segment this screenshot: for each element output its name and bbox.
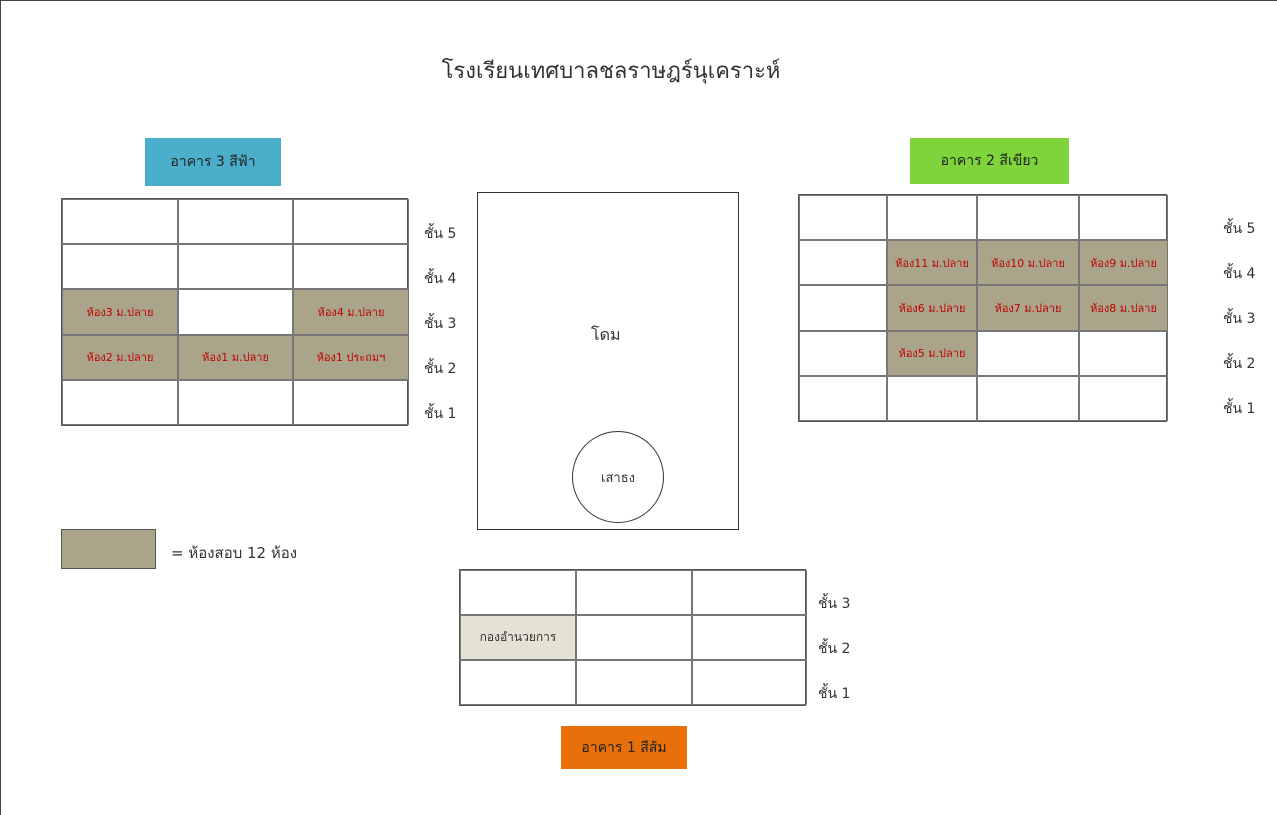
exam-room: ห้อง2 ม.ปลาย — [62, 334, 178, 380]
room-cell — [1079, 195, 1168, 241]
room-cell — [799, 195, 887, 241]
floor-label: ชั้น 3 — [818, 596, 851, 612]
room-cell — [293, 379, 409, 425]
exam-room: ห้อง1 ประถมฯ — [293, 334, 409, 380]
exam-room: ห้อง9 ม.ปลาย — [1079, 240, 1168, 286]
exam-room: ห้อง7 ม.ปลาย — [977, 285, 1079, 331]
floor-label: ชั้น 4 — [424, 271, 457, 287]
dome-label: โดม — [591, 325, 621, 344]
room-cell — [692, 570, 807, 615]
legend-swatch — [61, 529, 156, 569]
room-cell — [977, 330, 1079, 376]
office-room: กองอำนวยการ — [460, 615, 576, 660]
room-cell — [62, 244, 178, 290]
exam-room: ห้อง5 ม.ปลาย — [887, 330, 977, 376]
room-cell — [1079, 375, 1168, 421]
floor-label: ชั้น 1 — [1223, 401, 1256, 417]
floor-label: ชั้น 5 — [1223, 221, 1256, 237]
room-cell — [460, 660, 576, 705]
floor-label: ชั้น 1 — [424, 406, 457, 422]
exam-room: ห้อง1 ม.ปลาย — [178, 334, 293, 380]
floor-label: ชั้น 4 — [1223, 266, 1256, 282]
floor-label: ชั้น 2 — [424, 361, 457, 377]
exam-room: ห้อง3 ม.ปลาย — [62, 289, 178, 335]
room-cell — [576, 570, 692, 615]
building2-label: อาคาร 2 สีเขียว — [910, 138, 1069, 184]
floor-label: ชั้น 2 — [818, 641, 851, 657]
room-cell — [576, 615, 692, 660]
room-cell — [460, 570, 576, 615]
room-cell — [887, 375, 977, 421]
building3-grid: ห้อง3 ม.ปลายห้อง4 ม.ปลายห้อง2 ม.ปลายห้อง… — [61, 198, 409, 426]
room-cell — [178, 244, 293, 290]
room-cell — [799, 375, 887, 421]
flagpole: เสาธง — [572, 431, 664, 523]
building1-label: อาคาร 1 สีส้ม — [561, 726, 687, 769]
room-cell — [1079, 330, 1168, 376]
room-cell — [977, 375, 1079, 421]
room-cell — [977, 195, 1079, 241]
building2-grid: ห้อง11 ม.ปลายห้อง10 ม.ปลายห้อง9 ม.ปลายห้… — [798, 194, 1168, 422]
flagpole-label: เสาธง — [601, 470, 635, 486]
room-cell — [799, 330, 887, 376]
building1-grid: กองอำนวยการ — [459, 569, 807, 706]
floor-label: ชั้น 5 — [424, 226, 457, 242]
exam-room: ห้อง6 ม.ปลาย — [887, 285, 977, 331]
floor-label: ชั้น 3 — [1223, 311, 1256, 327]
room-cell — [178, 199, 293, 245]
room-cell — [293, 199, 409, 245]
exam-room: ห้อง8 ม.ปลาย — [1079, 285, 1168, 331]
room-cell — [576, 660, 692, 705]
floor-label: ชั้น 2 — [1223, 356, 1256, 372]
exam-room: ห้อง11 ม.ปลาย — [887, 240, 977, 286]
room-cell — [887, 195, 977, 241]
page-title: โรงเรียนเทศบาลชลราษฎร์นุเคราะห์ — [441, 59, 781, 84]
room-cell — [62, 199, 178, 245]
room-cell — [62, 379, 178, 425]
dome — [477, 192, 739, 530]
floor-label: ชั้น 3 — [424, 316, 457, 332]
legend-text: = ห้องสอบ 12 ห้อง — [171, 544, 298, 562]
room-cell — [799, 285, 887, 331]
building3-label: อาคาร 3 สีฟ้า — [145, 138, 281, 186]
exam-room: ห้อง4 ม.ปลาย — [293, 289, 409, 335]
room-cell — [799, 240, 887, 286]
room-cell — [692, 660, 807, 705]
room-cell — [692, 615, 807, 660]
room-cell — [178, 289, 293, 335]
room-cell — [178, 379, 293, 425]
room-cell — [293, 244, 409, 290]
floor-label: ชั้น 1 — [818, 686, 851, 702]
exam-room: ห้อง10 ม.ปลาย — [977, 240, 1079, 286]
